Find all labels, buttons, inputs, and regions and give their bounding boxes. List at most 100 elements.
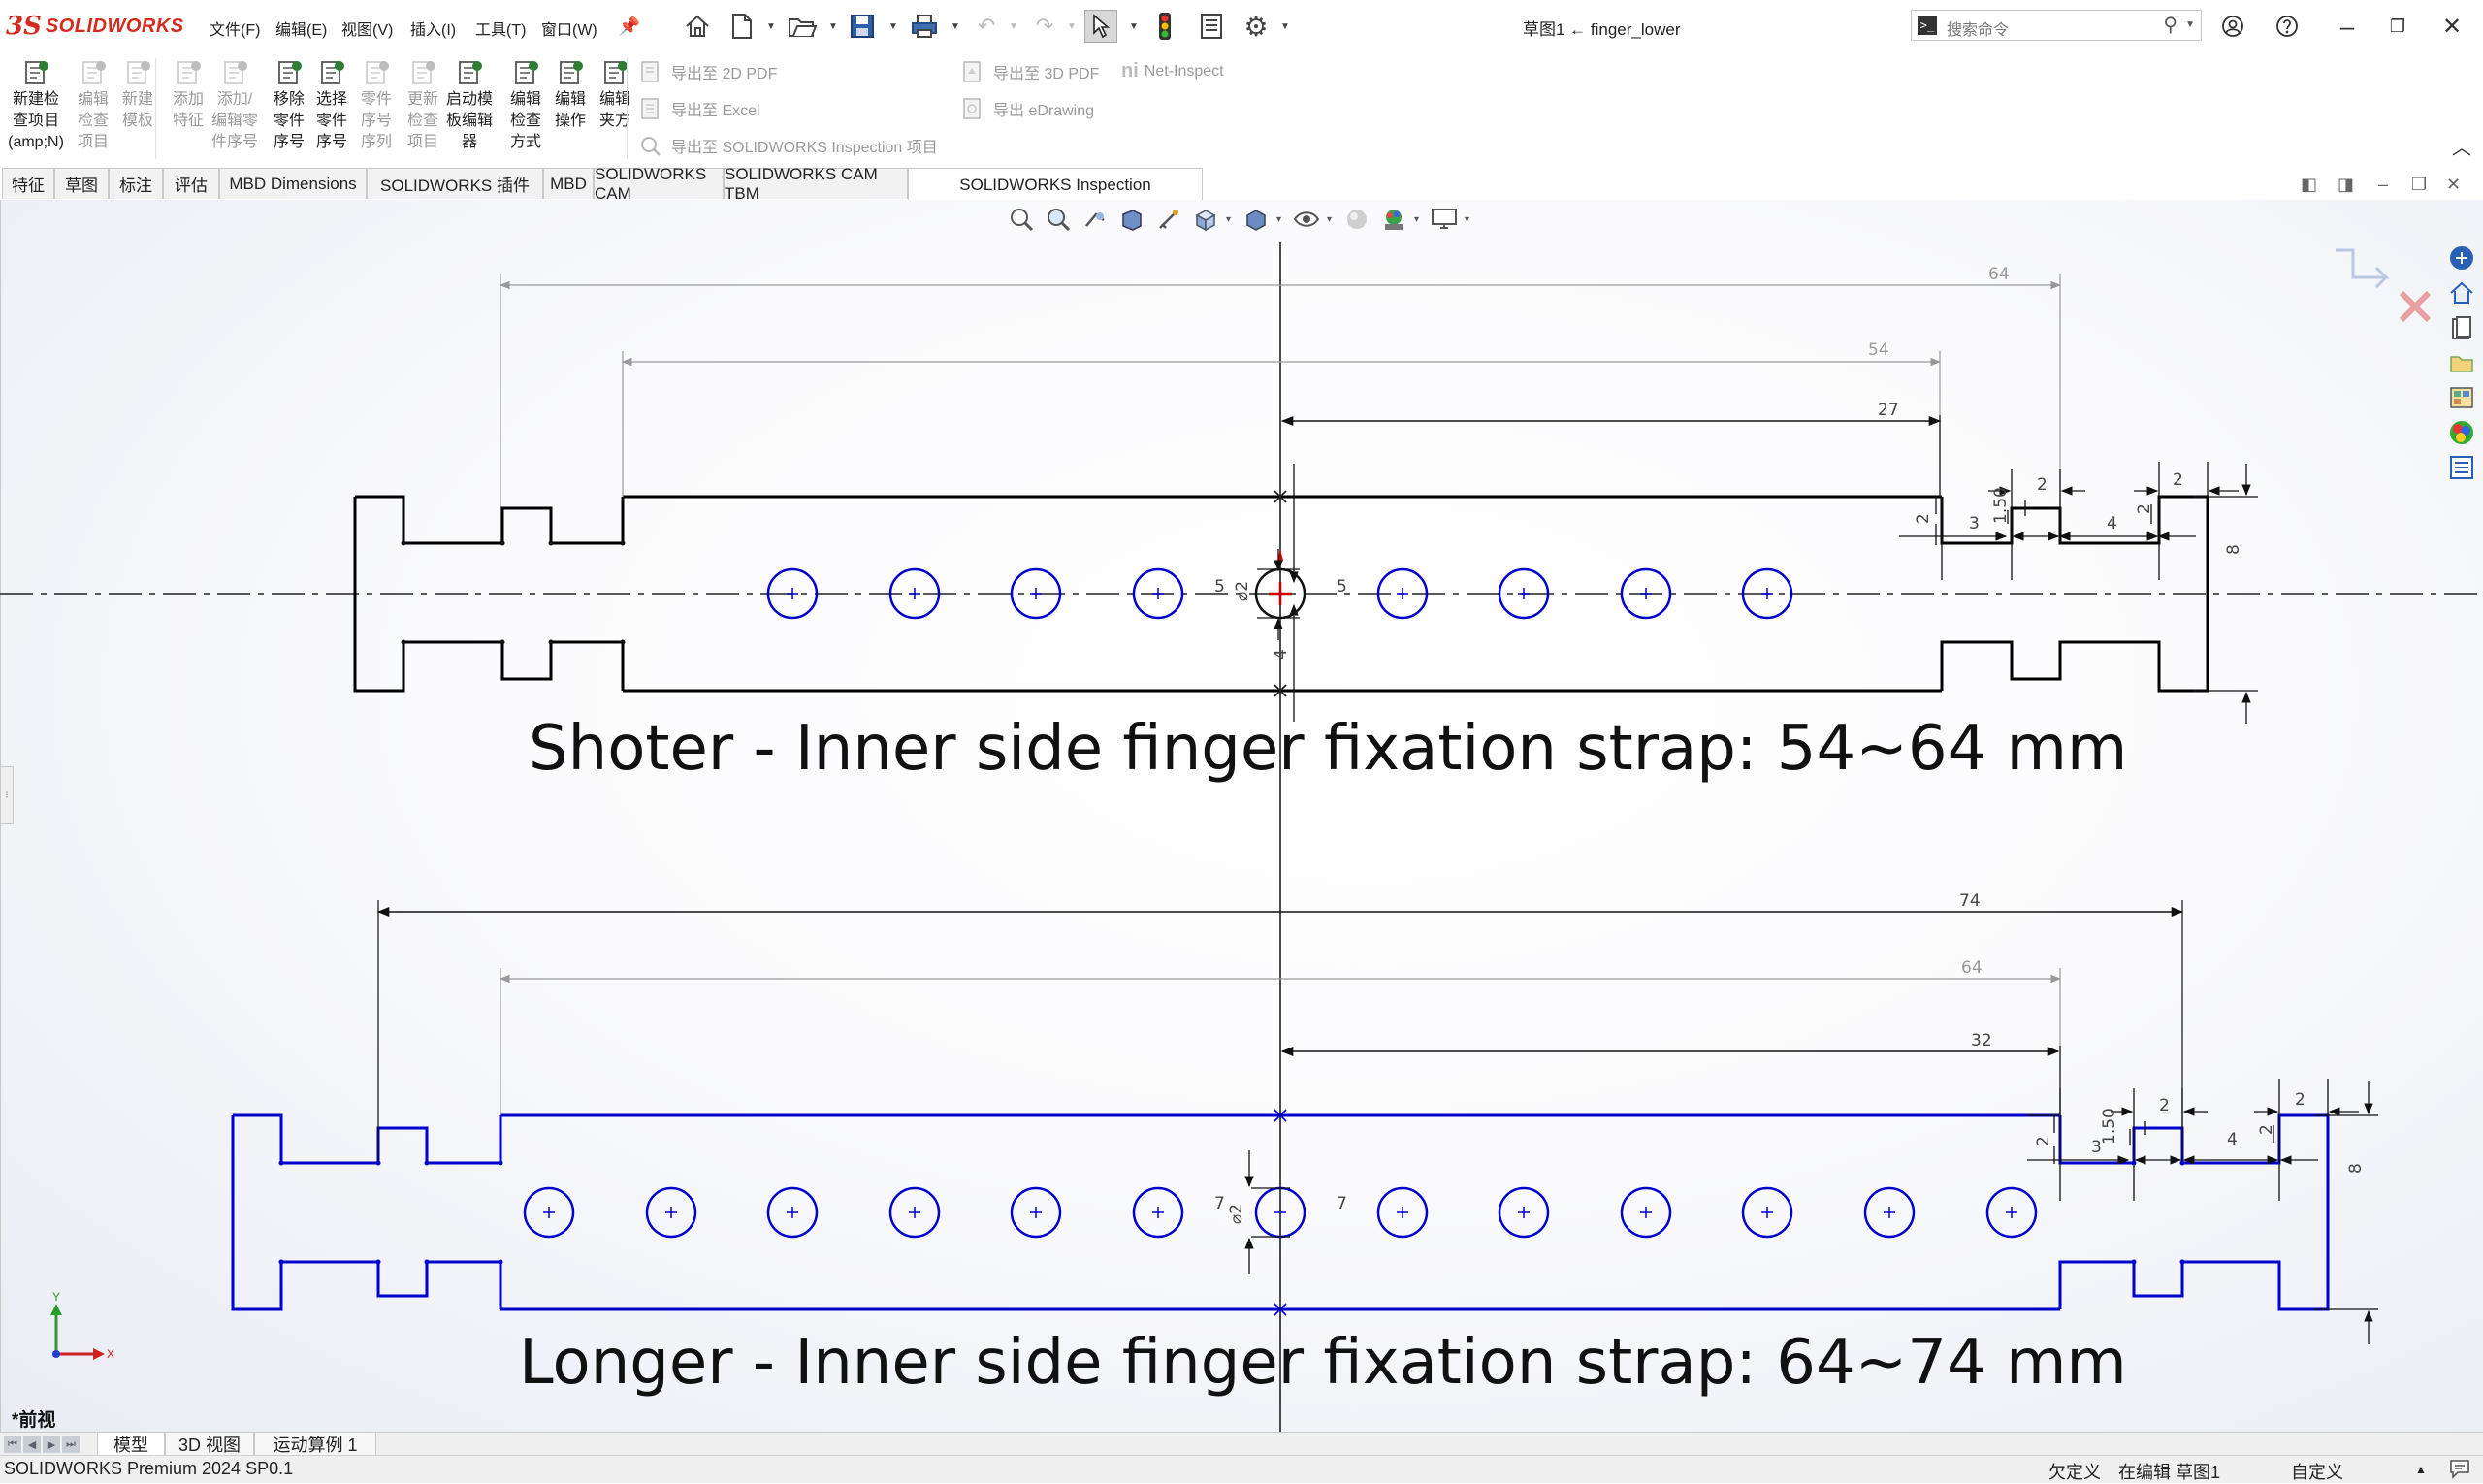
short-dim-27[interactable]: 27	[1280, 401, 1942, 497]
pin-menu-icon[interactable]: 📌	[618, 16, 641, 36]
tab-6[interactable]: MBD	[543, 168, 594, 199]
long-end-dims[interactable]	[2027, 1079, 2378, 1344]
last-tab-arrow-icon[interactable]: ⏭	[62, 1436, 80, 1453]
previous-view-icon[interactable]	[1079, 203, 1112, 236]
apply-scene-caret-icon[interactable]: ▾	[1414, 213, 1420, 225]
redo-icon[interactable]: ↷	[1035, 14, 1054, 38]
short-dim-64[interactable]: 64	[499, 265, 2062, 543]
long-dim-2d[interactable]: 2	[2257, 1124, 2276, 1135]
bottom-tab-2[interactable]: 运动算例 1	[254, 1433, 376, 1456]
view-settings-caret-icon[interactable]: ▾	[1465, 213, 1470, 225]
tab-9[interactable]: SOLIDWORKS Inspection	[908, 168, 1203, 201]
section-view-icon[interactable]	[1115, 203, 1148, 236]
open-dropdown-caret-icon[interactable]: ▼	[828, 21, 838, 32]
long-dim-7a[interactable]: 7	[1214, 1194, 1225, 1213]
file-explorer-icon[interactable]	[2446, 347, 2477, 378]
custom-properties-icon[interactable]	[2446, 452, 2477, 483]
save-dropdown-caret-icon[interactable]: ▼	[888, 21, 898, 32]
short-dim-5b[interactable]: 5	[1337, 577, 1347, 597]
search-icon[interactable]: ⚲	[2163, 15, 2177, 36]
long-hole-dims[interactable]	[1244, 1150, 1290, 1274]
view-orientation-icon[interactable]	[1189, 203, 1222, 236]
export-3d-pdf-button[interactable]: 导出至 3D PDF	[960, 60, 1099, 83]
search-dropdown-caret-icon[interactable]: ▼	[2185, 19, 2195, 30]
long-dim-3[interactable]: 3	[2091, 1138, 2102, 1157]
rebuild-traffic-light-icon[interactable]	[1148, 10, 1181, 43]
appearances-icon[interactable]	[2446, 417, 2477, 448]
tile-right-icon[interactable]: ◨	[2338, 175, 2355, 194]
short-dim-2a[interactable]: 2	[2037, 475, 2048, 495]
dynamic-annotation-icon[interactable]	[1152, 203, 1185, 236]
long-dim-8[interactable]: 8	[2346, 1163, 2366, 1174]
short-dim-4[interactable]: 4	[2107, 514, 2117, 533]
close-window-icon[interactable]: ✕	[2441, 13, 2463, 40]
short-hole-dims[interactable]	[1257, 464, 1300, 722]
new-dropdown-caret-icon[interactable]: ▼	[766, 21, 776, 32]
display-style-icon[interactable]	[1240, 203, 1273, 236]
zoom-to-area-icon[interactable]	[1042, 203, 1075, 236]
next-tab-arrow-icon[interactable]: ▶	[43, 1436, 60, 1453]
tab-3[interactable]: 评估	[163, 168, 219, 199]
tab-7[interactable]: SOLIDWORKS CAM	[594, 165, 724, 203]
tab-8[interactable]: SOLIDWORKS CAM TBM	[724, 165, 908, 203]
graphics-area[interactable]	[0, 200, 2483, 1432]
status-units-caret-icon[interactable]: ▲	[2415, 1463, 2427, 1476]
tab-1[interactable]: 草图	[54, 168, 109, 199]
menu-tools[interactable]: 工具(T)	[475, 22, 527, 39]
export-2d-pdf-button[interactable]: 导出至 2D PDF	[638, 60, 777, 83]
hide-show-caret-icon[interactable]: ▾	[1327, 213, 1333, 225]
short-strap-outline[interactable]	[353, 495, 2209, 693]
tab-5[interactable]: SOLIDWORKS 插件	[367, 168, 543, 199]
bottom-tab-0[interactable]: 模型	[97, 1433, 165, 1456]
ribbon-button-8[interactable]: 更新检查项目	[400, 56, 446, 153]
long-dim-1-50[interactable]: 1.50	[2100, 1108, 2119, 1145]
ribbon-button-4[interactable]: 添加/编辑零件序号	[211, 56, 258, 153]
sketch-drawing[interactable]: 64 54 27 2 2 2 2 3 4 1.50 8 5 5 ⌀2	[0, 200, 2483, 1432]
long-dim-2b[interactable]: 2	[2295, 1090, 2306, 1110]
long-dim-2a[interactable]: 2	[2159, 1096, 2170, 1115]
undo-dropdown-caret-icon[interactable]: ▼	[1009, 21, 1018, 32]
tile-left-icon[interactable]: ◧	[2301, 175, 2318, 194]
menu-window[interactable]: 窗口(W)	[541, 22, 597, 39]
ribbon-button-7[interactable]: 零件序号序列	[353, 56, 400, 153]
solidworks-logo[interactable]: 3S SOLIDWORKS	[6, 10, 184, 43]
home-resources-icon[interactable]	[2446, 277, 2477, 308]
view-palette-icon[interactable]	[2446, 382, 2477, 413]
help-icon[interactable]	[2268, 10, 2306, 43]
ribbon-button-12[interactable]: 编辑夹方	[592, 56, 638, 132]
long-dim-7b[interactable]: 7	[1337, 1194, 1347, 1213]
view-orientation-caret-icon[interactable]: ▾	[1226, 213, 1232, 225]
edit-appearance-icon[interactable]	[1340, 203, 1373, 236]
export-edrawing-button[interactable]: 导出 eDrawing	[960, 97, 1094, 120]
open-folder-icon[interactable]	[786, 10, 819, 43]
tab-0[interactable]: 特征	[2, 168, 54, 199]
ribbon-button-10[interactable]: 编辑检查方式	[502, 56, 549, 153]
solidworks-resources-icon[interactable]	[2446, 242, 2477, 274]
feature-manager-collapse-handle[interactable]: ⁝	[0, 766, 14, 824]
restore-window-icon[interactable]: ❐	[2389, 16, 2406, 36]
ribbon-button-9[interactable]: 启动模板编辑器	[446, 56, 493, 153]
select-pointer-icon[interactable]	[1084, 10, 1117, 43]
short-dim-diameter[interactable]: ⌀2	[1233, 581, 1252, 601]
undo-icon[interactable]: ↶	[977, 14, 996, 38]
menu-view[interactable]: 视图(V)	[341, 22, 394, 39]
long-dim-32[interactable]: 32	[1280, 1031, 2061, 1115]
menu-insert[interactable]: 插入(I)	[410, 22, 457, 39]
short-end-dims[interactable]	[1899, 462, 2258, 724]
long-dim-2c[interactable]: 2	[2034, 1136, 2053, 1146]
export-excel-button[interactable]: 导出至 Excel	[638, 97, 760, 120]
status-units-custom[interactable]: 自定义	[2291, 1463, 2343, 1482]
apply-scene-icon[interactable]	[1377, 203, 1410, 236]
display-style-caret-icon[interactable]: ▾	[1276, 213, 1282, 225]
short-dim-54[interactable]: 54	[621, 340, 1942, 497]
tab-2[interactable]: 标注	[109, 168, 163, 199]
view-settings-icon[interactable]	[1428, 203, 1461, 236]
short-holes[interactable]	[766, 567, 1793, 620]
export-sw-inspection-button[interactable]: 导出至 SOLIDWORKS Inspection 项目	[638, 134, 938, 157]
redo-dropdown-caret-icon[interactable]: ▼	[1067, 21, 1077, 32]
short-dim-8[interactable]: 8	[2224, 544, 2243, 555]
doc-close-icon[interactable]: ✕	[2446, 175, 2462, 194]
collapse-ribbon-chevron-icon[interactable]: ︿	[2452, 138, 2471, 159]
menu-edit[interactable]: 编辑(E)	[275, 22, 328, 39]
short-dim-2c[interactable]: 2	[1914, 513, 1933, 524]
